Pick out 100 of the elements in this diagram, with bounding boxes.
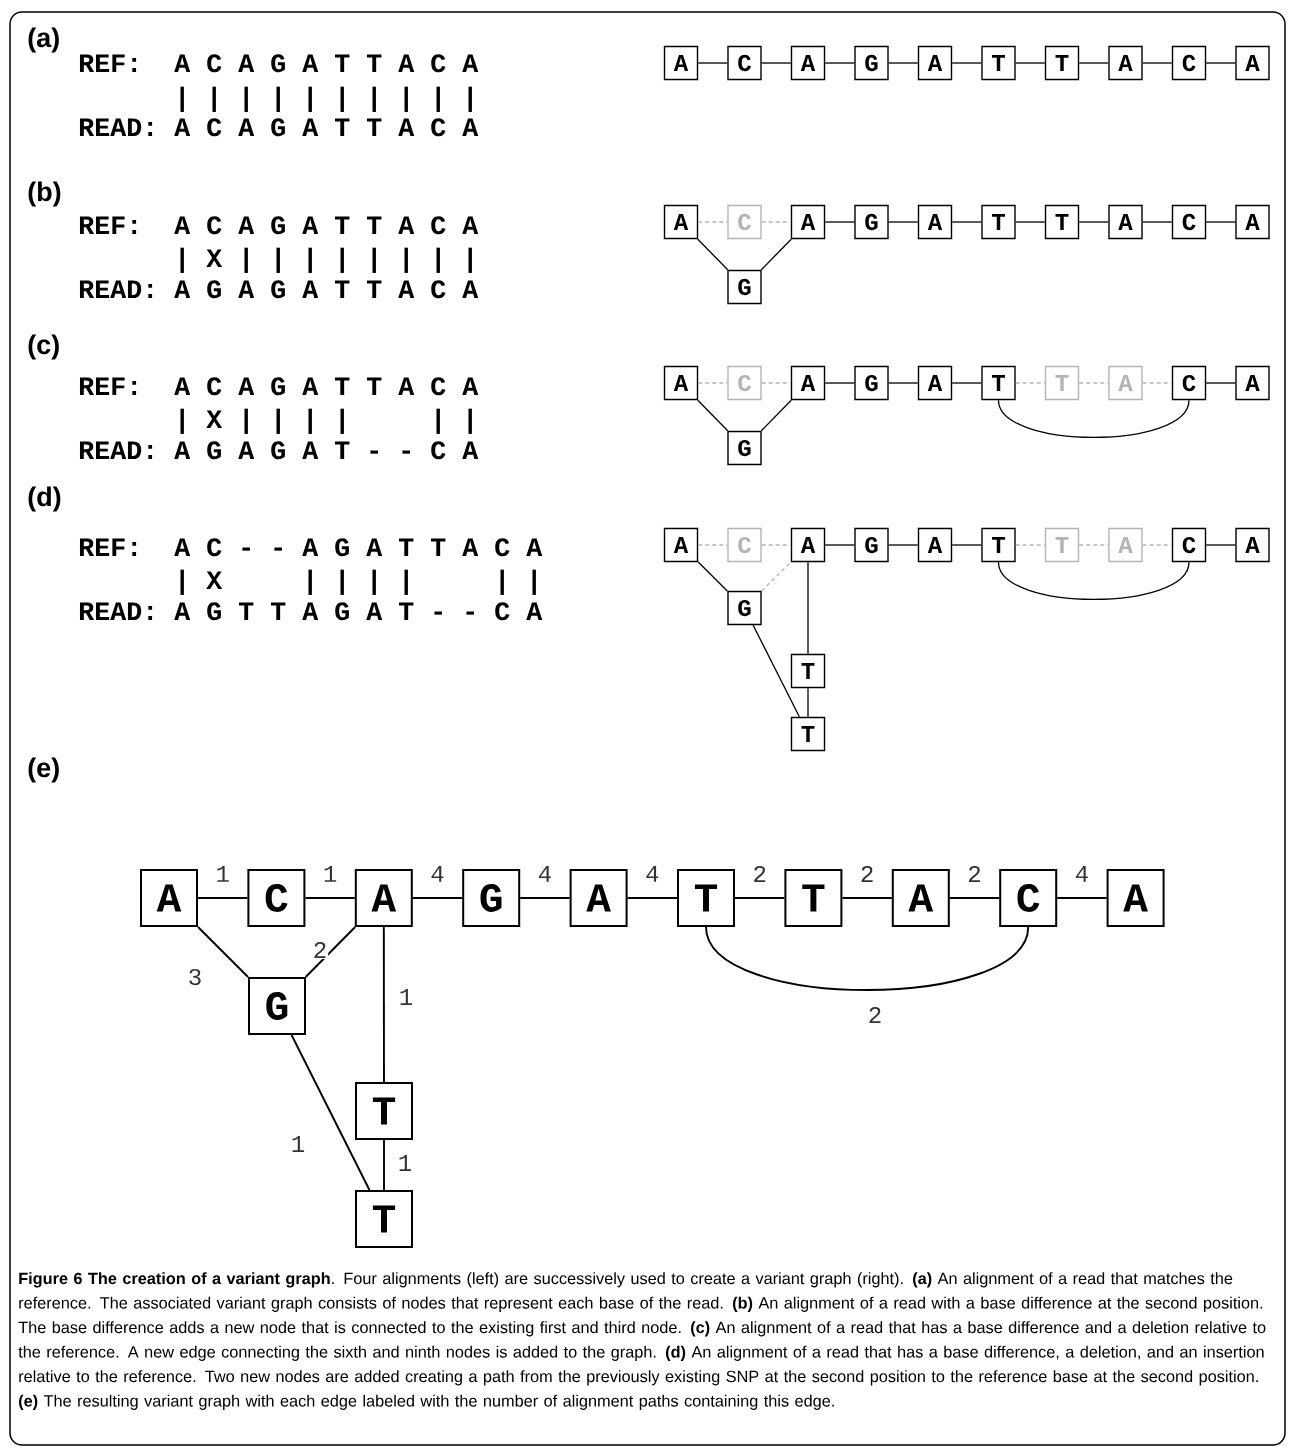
edge-line (824, 62, 855, 64)
edge-line (1142, 544, 1173, 546)
edge-label: 2 (858, 864, 876, 883)
edge-label: 4 (644, 865, 661, 883)
edge-line (951, 382, 982, 384)
base-box: A (790, 527, 826, 563)
figure-caption: Figure 6 The creation of a variant graph. Four alignments (left) are successively used to create a variant graph (right). (a) An alignment of a read that matches the reference. The associated variant graph consists of nodes that represent each base of the read. (b) An alignment of a read with a base difference at the second position. The base difference adds a new node that is connected to the existing first and third node. (c) An alignment of a read that has a base difference and a deletion relative to the reference. A new edge connecting the sixth and ninth nodes is added to the graph. (d) An alignment of a read that has a base difference, a deletion, and an insertion relative to the reference. Two new nodes are added creating a path from the previously existing SNP at the second position to the reference base at the second position. (e) The resulting variant graph with each edge labeled with the number of alignment paths containing this edge. (18, 1272, 1266, 1410)
edge-line (1205, 62, 1236, 64)
sequence-text: A G T T A G A T - - C A (174, 602, 543, 621)
curved-edge (997, 561, 1190, 600)
base-box: T (790, 653, 826, 689)
edge-label: 1 (397, 988, 415, 1006)
match-markers: | X (180, 569, 223, 595)
edge-line (888, 544, 919, 546)
base-box: A (1108, 365, 1143, 401)
base-box: G (462, 869, 521, 927)
edge-line (761, 561, 792, 592)
edge-line (1142, 62, 1173, 64)
edge-line (752, 624, 800, 718)
base-box: A (917, 45, 953, 81)
base-box: G (854, 204, 889, 240)
row-label: REF: (80, 538, 137, 556)
row-label: READ: (80, 441, 153, 459)
edge-line (519, 897, 571, 899)
edge-line (760, 399, 792, 432)
sequence-text: A G A G A T T A C A (174, 280, 479, 299)
base-box: A (663, 365, 699, 401)
edge-line (1142, 221, 1173, 223)
edge-line (948, 897, 1001, 899)
sequence-text: A G A G A T - - C A (174, 441, 479, 460)
base-box: A (1106, 869, 1165, 927)
edge-label: 2 (966, 864, 983, 883)
edge-label: 4 (536, 865, 554, 883)
row-label: REF: (80, 377, 137, 395)
panel-label: (a) (28, 27, 59, 53)
edge-line (888, 221, 919, 223)
base-box: T (981, 204, 1016, 240)
base-box: A (790, 45, 826, 81)
edge-line (411, 897, 464, 899)
edge-line (888, 382, 919, 384)
base-box: G (854, 365, 889, 401)
base-box: G (727, 430, 762, 466)
edge-line (951, 62, 982, 64)
edge-line (697, 561, 728, 592)
edge-line (761, 62, 792, 64)
base-box: C (1171, 365, 1207, 401)
base-box: C (1171, 204, 1207, 240)
curved-edge (997, 399, 1190, 438)
edge-line (697, 544, 728, 546)
base-box: G (727, 590, 762, 626)
base-box: T (981, 45, 1016, 81)
base-box: T (355, 1082, 413, 1140)
edge-line (697, 62, 728, 64)
base-box: C (999, 869, 1058, 927)
edge-line (304, 897, 356, 899)
match-markers: | | (436, 408, 472, 434)
row-label: REF: (80, 216, 137, 234)
base-box: A (917, 527, 953, 563)
base-box: T (677, 869, 735, 927)
edge-line (1078, 544, 1109, 546)
panel-label: (c) (28, 334, 59, 360)
edge-line (382, 926, 385, 1083)
edge-line (197, 897, 249, 899)
edge-label: 1 (289, 1135, 307, 1153)
edge-line (197, 926, 249, 978)
base-box: A (140, 869, 198, 927)
sequence-text: A C A G A T T A C A (174, 54, 479, 73)
match-markers: | X | | | | | | | | (180, 247, 472, 273)
row-label: READ: (80, 280, 153, 298)
edge-line (1078, 62, 1109, 64)
base-box: A (891, 869, 950, 927)
edge-line (807, 687, 809, 718)
curved-edge (705, 926, 1030, 991)
base-box: G (854, 45, 889, 81)
edge-line (290, 1034, 371, 1191)
base-box: T (790, 716, 826, 752)
edge-line (304, 926, 357, 978)
edge-line (824, 544, 855, 546)
base-box: A (790, 204, 826, 240)
sequence-text: A C A G A T T A C A (174, 216, 479, 235)
row-label: READ: (80, 602, 153, 620)
base-box: A (354, 869, 413, 927)
match-markers: | X | | | | (180, 408, 344, 434)
sequence-text: A C A G A T T A C A (174, 377, 479, 396)
edge-label: 1 (321, 865, 339, 883)
base-box: C (1171, 527, 1207, 563)
edge-line (1205, 382, 1236, 384)
edge-line (951, 221, 982, 223)
panel-label: (b) (28, 181, 61, 207)
base-box: A (917, 204, 953, 240)
base-box: C (727, 527, 762, 563)
base-box: T (1044, 527, 1080, 563)
base-box: A (1108, 527, 1143, 563)
base-box: G (727, 269, 762, 305)
edge-label: 2 (866, 1006, 884, 1025)
base-box: T (355, 1190, 413, 1248)
edge-line (697, 221, 728, 223)
edge-line (760, 238, 792, 271)
edge-line (841, 897, 893, 899)
base-box: T (1044, 365, 1080, 401)
